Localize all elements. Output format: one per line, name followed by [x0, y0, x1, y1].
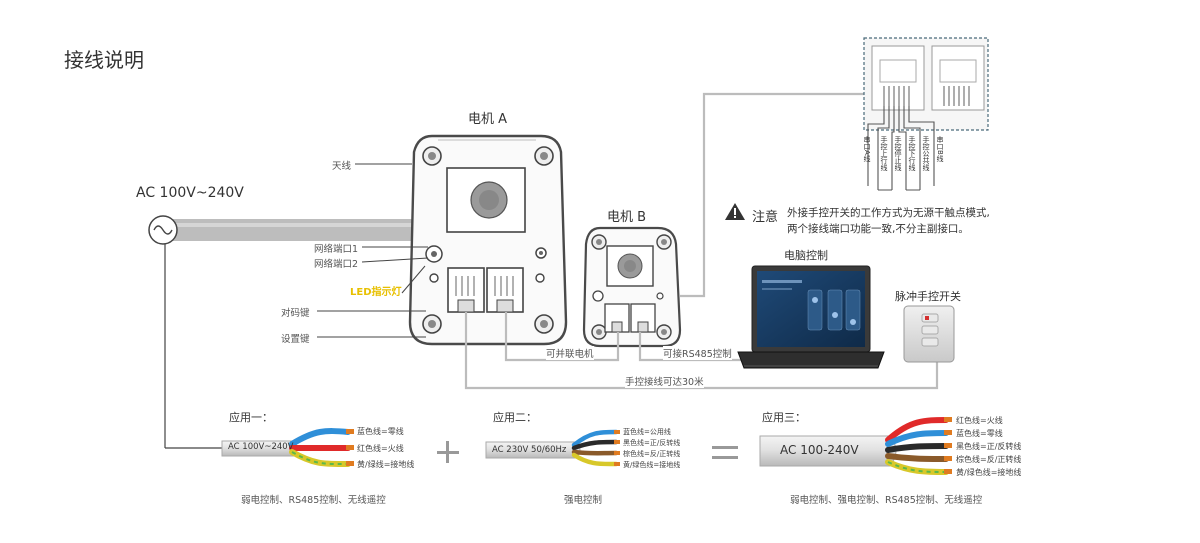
warning-icon [725, 203, 745, 220]
pulse-switch-icon [903, 305, 955, 363]
app3-wire: 黄/绿色线=接地线 [956, 468, 1022, 477]
plus-sign [437, 441, 459, 463]
antenna-label: 天线 [332, 161, 352, 172]
ac-input-label: AC 100V~240V [136, 185, 244, 201]
pair-key-label: 对码键 [281, 308, 310, 319]
ac-source-symbol [148, 215, 178, 245]
equals-sign [712, 446, 738, 459]
app3-title: 应用三： [762, 411, 806, 424]
port2-label: 网络端口2 [314, 259, 359, 270]
app2-wire: 蓝色线=公用线 [623, 428, 671, 436]
rj-pin-label: 手控停止线 [894, 136, 902, 171]
note-head: 注意 [752, 210, 779, 225]
app1-wire: 红色线=火线 [357, 444, 404, 453]
rj-pin-label: 串口B线 [936, 136, 944, 162]
app1-wire: 黄/绿线=接地线 [357, 460, 415, 469]
app2-cable-label: AC 230V 50/60Hz [492, 445, 567, 455]
app1-cable-label: AC 100V~240V [228, 442, 294, 452]
app2-wire: 黑色线=正/反转线 [623, 439, 681, 447]
rs485-label: 可接RS485控制 [663, 346, 732, 360]
note-line1: 外接手控开关的工作方式为无源干触点模式, [787, 207, 990, 219]
motor-b-label: 电机 B [607, 210, 647, 225]
app3-wire: 蓝色线=零线 [956, 429, 1003, 438]
manual-30m-label: 手控接线可达30米 [625, 374, 704, 388]
led-label: LED指示灯 [350, 287, 402, 298]
rj-pin-label: 手控公共线 [922, 136, 930, 171]
cable-app2 [485, 429, 620, 467]
parallel-label: 可并联电机 [546, 346, 594, 360]
app3-wire: 黑色线=正/反转线 [956, 442, 1022, 451]
pulse-switch-label: 脉冲手控开关 [895, 290, 961, 303]
set-key-label: 设置键 [281, 334, 310, 345]
app3-footer: 弱电控制、强电控制、RS485控制、无线遥控 [790, 495, 983, 506]
motor-a-label: 电机 A [468, 112, 508, 127]
note-line2: 两个接线端口功能一致,不分主副接口。 [787, 223, 969, 235]
motor-b-housing [582, 226, 682, 348]
rj-pin-label: 串口A线 [863, 136, 871, 162]
app2-footer: 强电控制 [564, 495, 603, 506]
connection-lines [464, 92, 939, 390]
rj-jack-detail [863, 37, 989, 191]
app1-wire: 蓝色线=零线 [357, 427, 404, 436]
computer-label: 电脑控制 [784, 249, 828, 262]
cable-app3 [759, 417, 952, 475]
app2-title: 应用二： [493, 411, 537, 424]
app3-wire: 红色线=火线 [956, 416, 1003, 425]
app2-wire: 黄/绿色线=接地线 [623, 461, 681, 469]
app1-title: 应用一： [229, 411, 273, 424]
cable-app1 [221, 428, 354, 468]
rj-pin-label: 手控上行线 [880, 136, 888, 171]
app3-wire: 棕色线=反/正转线 [956, 455, 1022, 464]
rj-pin-label: 手控下行线 [908, 136, 916, 171]
port1-label: 网络端口1 [314, 244, 359, 255]
app1-footer: 弱电控制、RS485控制、无线遥控 [241, 495, 386, 506]
app3-cable-label: AC 100-240V [780, 443, 859, 457]
page-title: 接线说明 [64, 48, 144, 72]
app2-wire: 棕色线=反/正转线 [623, 450, 681, 458]
laptop-icon [737, 265, 885, 369]
motor-a-housing [408, 134, 568, 346]
